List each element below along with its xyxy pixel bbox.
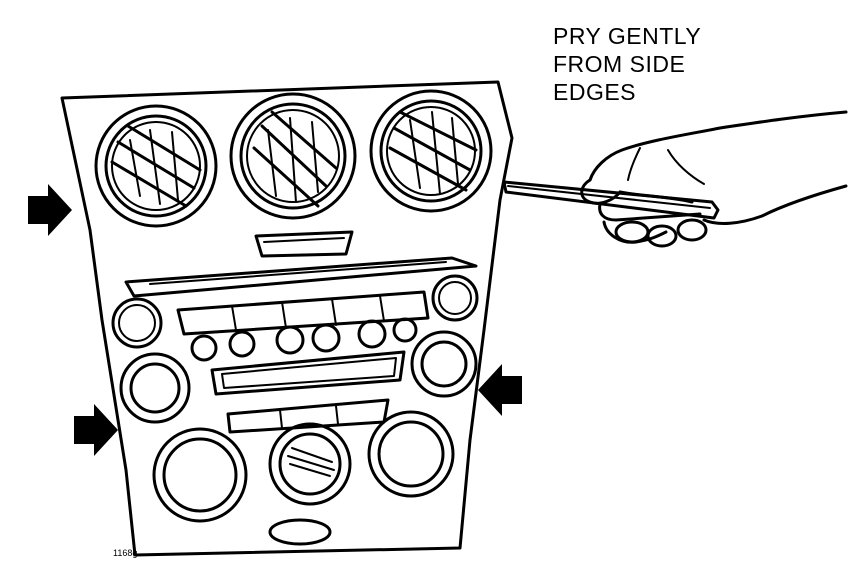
caption-line-2: FROM SIDE <box>553 51 686 77</box>
tune-knob <box>431 274 479 322</box>
mode-knob-right <box>410 330 478 398</box>
console-panel-outline <box>60 80 514 557</box>
air-vent-left <box>94 104 218 228</box>
arrow-left-icon <box>478 364 522 416</box>
climate-button-strip <box>226 398 390 434</box>
arrow-right-icon <box>28 184 72 236</box>
hand <box>580 110 848 248</box>
figure-id: 1168g <box>113 548 138 558</box>
caption-line-3: EDGES <box>553 79 637 105</box>
round-button-row <box>190 317 418 362</box>
volume-knob <box>111 297 163 349</box>
instruction-caption: PRY GENTLY FROM SIDE EDGES <box>553 22 701 106</box>
hazard-switch <box>254 230 354 258</box>
caption-line-1: PRY GENTLY <box>553 23 702 49</box>
bottom-switch <box>268 518 332 546</box>
temperature-knob <box>152 427 248 523</box>
preset-button-strip <box>176 290 430 336</box>
mode-knob-left <box>119 352 191 424</box>
arrow-right-icon <box>74 404 118 456</box>
fan-speed-knob <box>268 422 352 506</box>
display-window <box>210 350 406 396</box>
air-vent-center <box>229 92 357 220</box>
air-vent-right <box>369 89 493 213</box>
cd-slot-bar <box>124 256 478 298</box>
air-mode-knob <box>367 410 455 498</box>
